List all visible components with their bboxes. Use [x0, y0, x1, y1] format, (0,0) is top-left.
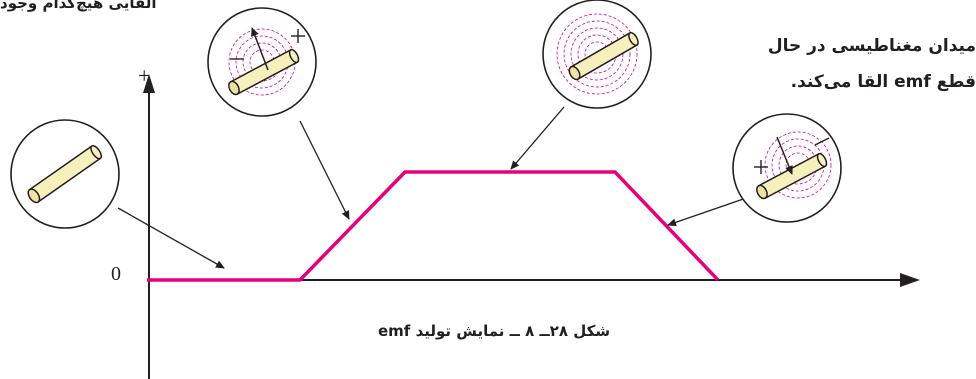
leader-line-4: [668, 195, 755, 225]
inset-conductor-no-field: [11, 120, 119, 228]
figure-caption: شکل ۲۸ــ ۸ ــ نمایش تولید emf: [378, 322, 610, 340]
leader-line-2: [300, 121, 349, 219]
axis-zero-label: 0: [111, 263, 121, 286]
axis-plus-label: +: [138, 63, 150, 89]
right-note-line-1: میدان مغناطیسی در حال: [768, 36, 976, 56]
right-note-line-2: قطع emf القا می‌کند.: [791, 72, 976, 92]
top-left-note: القایی هیچ‌کدام وجود: [0, 0, 208, 12]
leader-line-3: [511, 107, 564, 169]
vertical-axis: [143, 74, 155, 379]
inset-conductor-entering-field: [208, 8, 316, 116]
emf-curve: [147, 172, 718, 280]
leader-line-1: [118, 208, 224, 268]
inset-conductor-leaving-field: [733, 114, 841, 222]
inset-conductor-center-field: [543, 0, 651, 108]
